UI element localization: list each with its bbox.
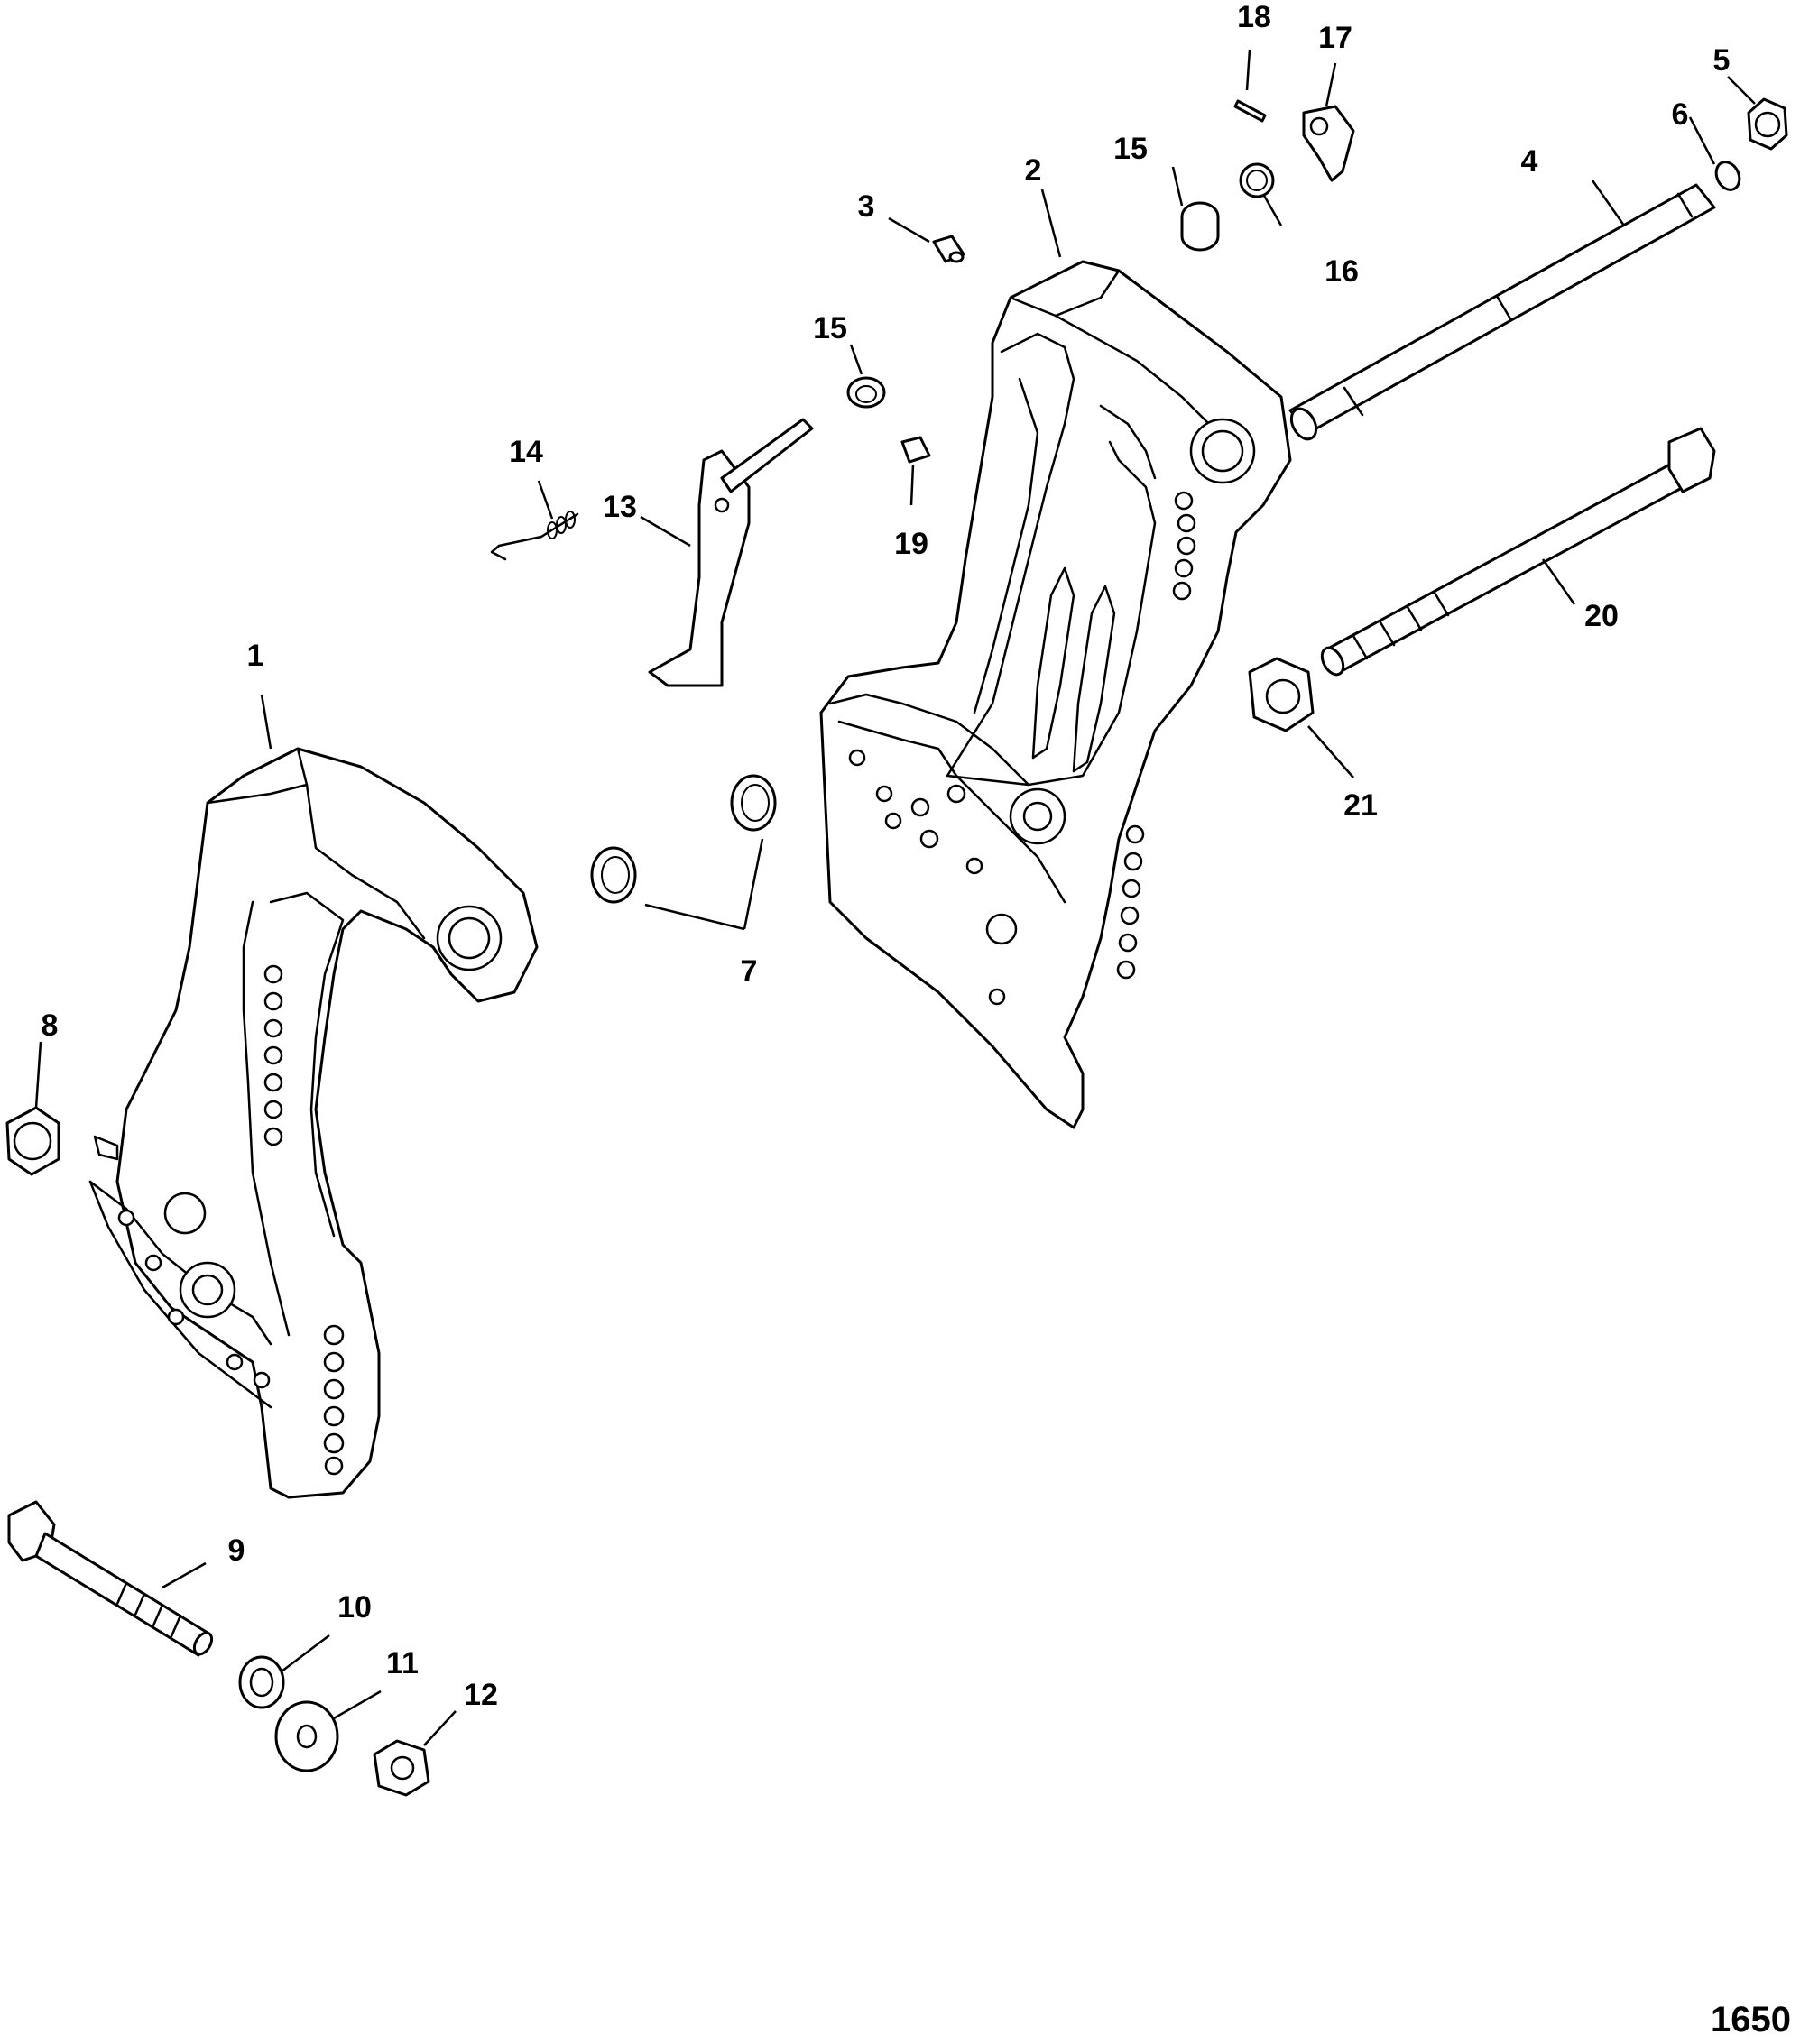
tilt-lock-lever [1302,105,1355,182]
retaining-ring [1714,161,1741,191]
lock-nut-12 [373,1739,430,1797]
nut-8 [5,1106,60,1176]
callout-18: 18 [1237,0,1271,34]
flat-washer-11 [274,1700,339,1772]
callout-14: 14 [509,435,543,469]
callout-7: 7 [741,954,758,989]
tension-spring [490,511,579,561]
left-clamp-bracket [88,747,539,1499]
washer-10 [238,1655,285,1709]
pivot-tube [1288,183,1716,441]
callout-20: 20 [1584,599,1619,633]
callout-9: 9 [228,1533,245,1568]
callout-11: 11 [386,1646,419,1680]
wave-washers [590,774,777,904]
tilt-lock-arm [648,418,814,687]
lower-bolt [7,1500,214,1657]
callout-15-mid: 15 [813,311,847,345]
callout-21: 21 [1343,788,1378,823]
callout-10: 10 [337,1590,372,1625]
spring-top [1239,162,1275,198]
callout-1: 1 [247,639,264,673]
callout-15-top: 15 [1113,132,1148,166]
figure-number: 1650 [1711,2000,1791,2039]
callout-5: 5 [1713,43,1731,78]
right-clamp-bracket [819,260,1292,1129]
long-bolt [1320,427,1716,677]
callout-2: 2 [1025,153,1042,188]
bushing-mid [846,376,886,409]
bushing-top [1180,201,1220,252]
callout-3: 3 [858,189,875,224]
callout-19: 19 [894,527,928,561]
grease-fitting [932,235,965,263]
callout-labels: 1 2 3 4 5 6 7 8 9 10 11 12 13 14 15 15 1… [42,0,1731,1712]
callout-4: 4 [1521,144,1538,179]
lock-nut-21 [1248,657,1315,732]
callout-6: 6 [1672,97,1689,132]
callout-17: 17 [1318,21,1352,55]
lock-nut-right [1747,97,1788,151]
callout-16: 16 [1325,254,1359,289]
roll-pin [1233,99,1267,123]
callout-12: 12 [464,1678,498,1712]
leader-lines [34,49,1756,1746]
small-pin [900,436,931,464]
callout-13: 13 [603,490,637,524]
callout-8: 8 [42,1008,59,1043]
